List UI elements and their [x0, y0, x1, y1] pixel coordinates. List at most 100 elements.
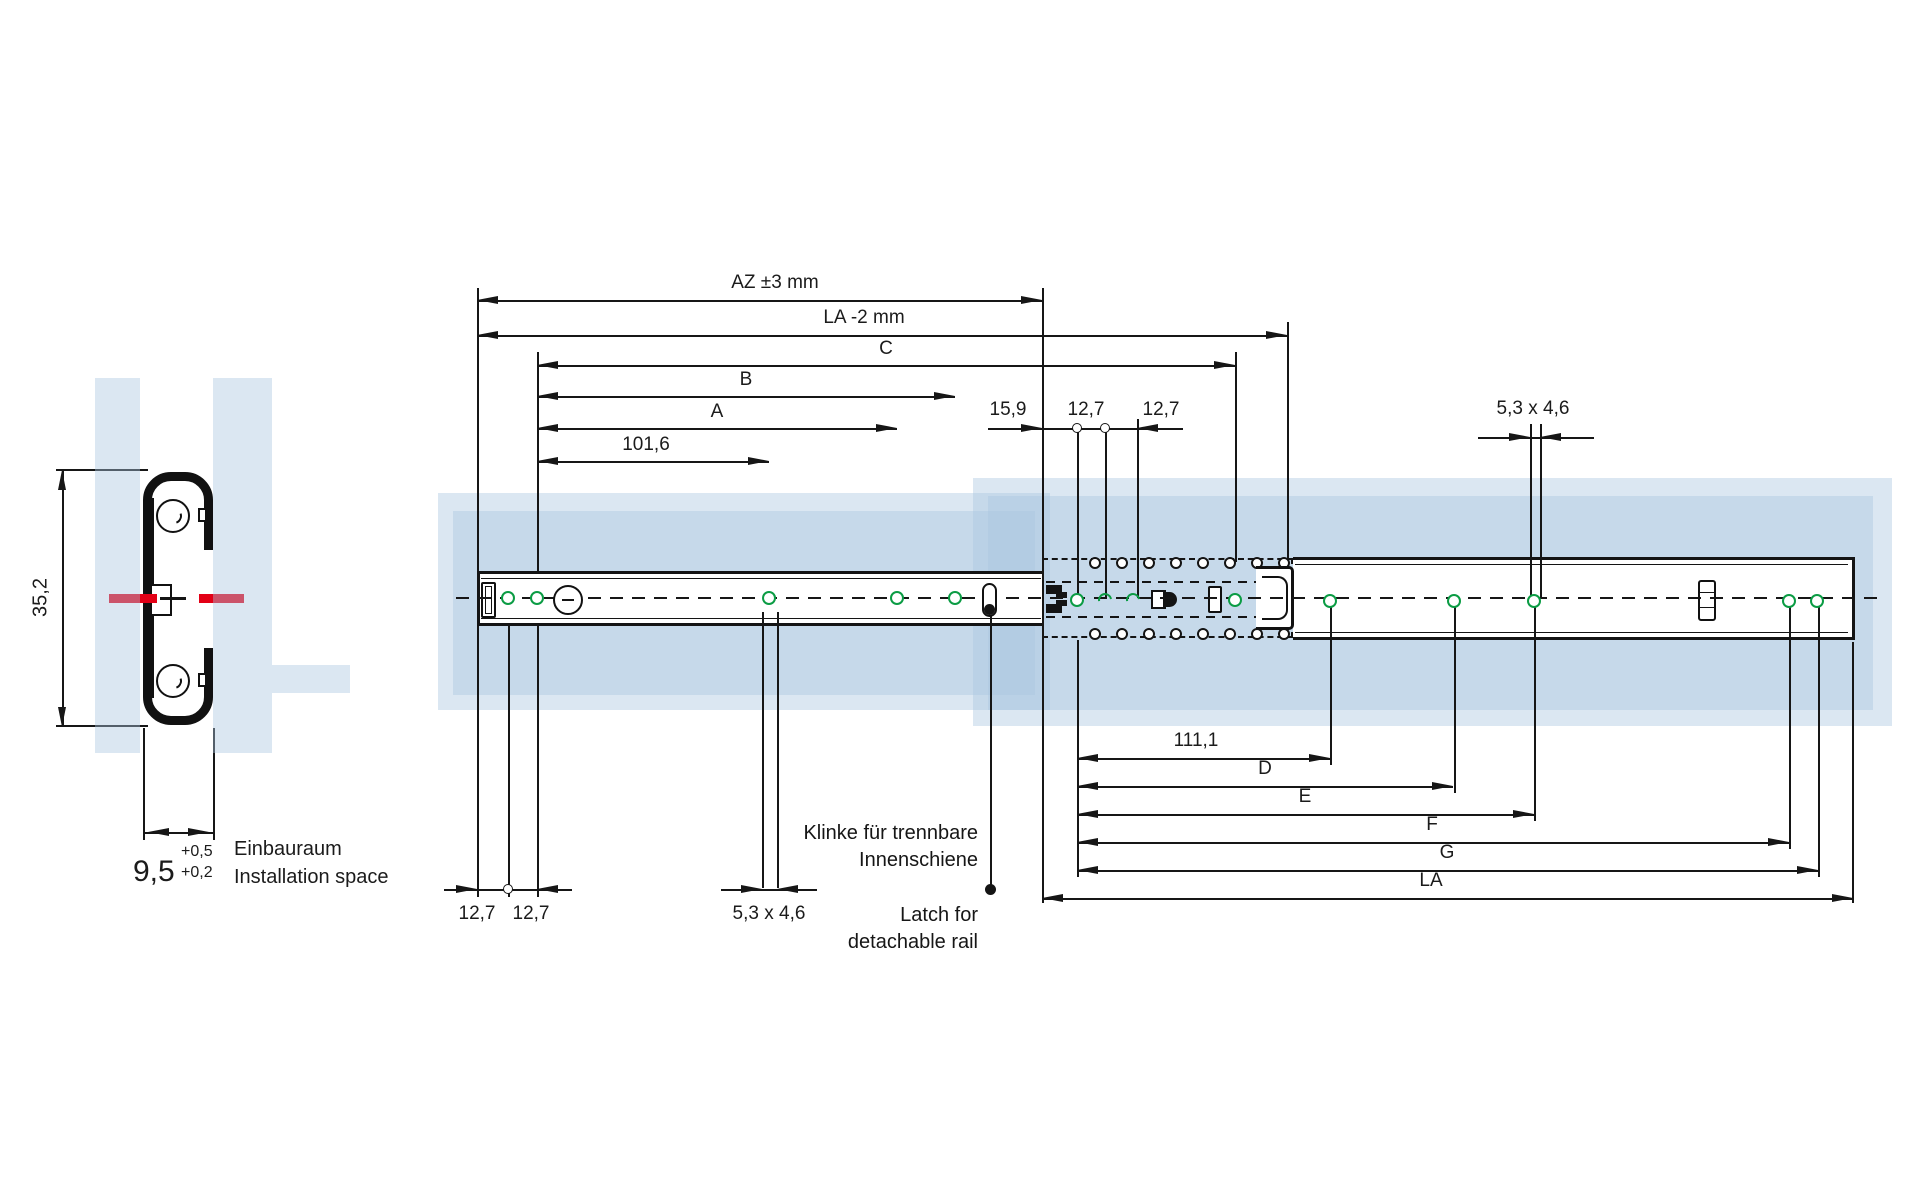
rail-hole-icon [1810, 594, 1824, 608]
arrow-down-icon [58, 707, 66, 727]
arrow-right-icon [1768, 838, 1789, 846]
arrow-right-icon [1797, 866, 1818, 874]
hole-center-mark [503, 884, 513, 894]
dim-a-label: A [710, 401, 724, 422]
extension-line [508, 626, 510, 897]
arrow-left-icon [537, 457, 558, 465]
cage-ball-icon [1197, 628, 1209, 640]
ball-bearing-top [156, 499, 190, 533]
arrow-right-icon [741, 885, 762, 893]
tolerance-lower: +0,2 [181, 864, 213, 881]
mounting-panel [95, 378, 140, 753]
extension-line [56, 469, 148, 471]
dim-35-2-label: 35,2 [29, 578, 52, 617]
arrow-right-icon [1309, 754, 1330, 762]
cage-slot [1208, 586, 1222, 613]
dim-f-label: F [1426, 814, 1438, 835]
rail-hole-icon [530, 591, 544, 605]
extension-line [1818, 606, 1820, 877]
dim-g-line [1077, 870, 1818, 872]
rail-centerline [456, 597, 1882, 599]
dim-la-bottom-label: LA [1419, 870, 1443, 891]
extension-line [477, 626, 479, 897]
ball-tab [198, 673, 207, 687]
latch-note-de-1: Klinke für trennbare [803, 822, 978, 844]
extension-line [1105, 428, 1107, 598]
latch-hardware [1046, 585, 1062, 594]
arrow-left-icon [1077, 754, 1098, 762]
dim-c-label: C [879, 338, 893, 359]
arrow-left-icon [537, 392, 558, 400]
hole-center-mark [1072, 423, 1082, 433]
mounting-panel [272, 665, 350, 693]
rail-hole-icon [890, 591, 904, 605]
arrow-left-icon [1137, 424, 1158, 432]
extension-line [477, 288, 479, 571]
cage-ball-icon [1089, 557, 1101, 569]
dim-az-label: AZ ±3 mm [731, 272, 819, 293]
arrow-right-icon [748, 457, 769, 465]
arrow-left-icon [148, 828, 169, 836]
extension-line [1077, 428, 1079, 598]
installation-space-label-en: Installation space [234, 866, 389, 888]
red-center-marker-right [199, 594, 244, 603]
extension-line [213, 728, 215, 840]
dim-d111-1-label: 111,1 [1173, 730, 1219, 751]
extension-line [143, 728, 145, 840]
dim-c-line [537, 365, 1235, 367]
rail-hole-icon [948, 591, 962, 605]
extension-line [56, 725, 148, 727]
arrow-right-icon [1266, 331, 1287, 339]
outer-rail-inner-edge [481, 618, 1041, 620]
dim-a-line [537, 428, 897, 430]
arrow-left-icon [1077, 838, 1098, 846]
cage-ball-icon [1224, 628, 1236, 640]
dim-la-bottom-line [1042, 898, 1853, 900]
extension-line [762, 612, 764, 888]
extension-line [1454, 606, 1456, 793]
arrow-right-icon [1513, 810, 1534, 818]
latch-hardware [1056, 592, 1067, 598]
cage-ball-icon [1170, 628, 1182, 640]
dim-d101-6-label: 101,6 [622, 434, 670, 455]
dim-la-top-label: LA -2 mm [823, 307, 905, 328]
cage-ball-icon [1224, 557, 1236, 569]
tolerance-upper: +0,5 [181, 843, 213, 860]
dim-f-line [1077, 842, 1789, 844]
cage-ball-icon [1116, 557, 1128, 569]
mounting-panel [213, 378, 272, 753]
dim-d-label: D [1258, 758, 1272, 779]
arrow-right-icon [188, 828, 209, 836]
dim-slot-top-label: 5,3 x 4,6 [1496, 398, 1570, 419]
centerline-dash [160, 597, 186, 600]
arrow-right-icon [1021, 296, 1042, 304]
rail-hole-icon [762, 591, 776, 605]
dim-15-9-line [988, 428, 1183, 430]
arrow-left-icon [1540, 433, 1561, 441]
arrow-left-icon [1077, 866, 1098, 874]
dim-b-line [537, 396, 955, 398]
latch-hardware [1056, 600, 1067, 606]
cage-ball-icon [1170, 557, 1182, 569]
arrow-right-icon [934, 392, 955, 400]
latch-annotation: Klinke für trennbare Innenschiene Latch … [700, 820, 978, 956]
dim-slot-bottom-label: 5,3 x 4,6 [732, 903, 806, 924]
cage-ball-icon [1143, 557, 1155, 569]
arrow-right-icon [456, 885, 477, 893]
inner-rail-inner-edge [1295, 632, 1848, 634]
dim-d-line [1077, 786, 1453, 788]
hole-center-mark [1100, 423, 1110, 433]
dim-d111-1-line [1077, 758, 1330, 760]
extension-line [1330, 606, 1332, 765]
red-center-marker-left [109, 594, 157, 603]
mounting-slot-left [481, 582, 496, 618]
arrow-left-icon [537, 424, 558, 432]
inner-rail-inner-edge [1295, 564, 1848, 566]
latch-note-de-2: Innenschiene [859, 849, 978, 871]
rail-hole-icon [1447, 594, 1461, 608]
arrow-left-icon [1042, 894, 1063, 902]
rail-hole-icon [1782, 594, 1796, 608]
slot-divider [1700, 607, 1714, 609]
dim-e-label: E [1298, 786, 1312, 807]
ball-tab [198, 508, 207, 522]
